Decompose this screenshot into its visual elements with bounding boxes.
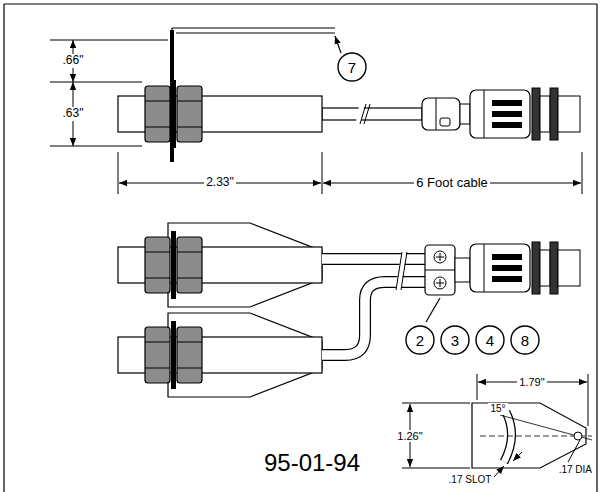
drawing-number: 95-01-94 (262, 449, 362, 477)
callout-circle: 4 (475, 325, 505, 355)
bracket-detail-part (494, 466, 504, 477)
dimension-label: 6 Foot cable (414, 176, 490, 191)
dual-sensor-part (425, 270, 455, 271)
bracket-detail-part (500, 415, 592, 440)
leader-line-part (335, 36, 341, 53)
dual-sensor-part (434, 251, 446, 263)
callout-circle: 8 (510, 325, 540, 355)
callout-number: 8 (510, 325, 540, 349)
dimension-line-part (50, 146, 142, 147)
sensor-top-part (422, 98, 460, 130)
bracket-detail (402, 374, 592, 477)
dual-sensor-part (396, 252, 402, 290)
dimension-line-part (118, 152, 119, 194)
mounting-bracket-part (176, 32, 335, 33)
sensor-top-part (364, 104, 370, 124)
dual-sensor-part (401, 252, 407, 290)
dual-sensor-part (425, 245, 455, 295)
dual-sensor-part (118, 321, 322, 389)
dual-sensor-part (470, 242, 580, 294)
callout-ring (406, 326, 434, 354)
dimension-label: .66" (61, 54, 86, 68)
dimension-label: .17 DIA (557, 464, 594, 476)
frame-part (4, 3, 597, 4)
frame-part (596, 4, 597, 492)
dual-sensor-part (455, 258, 470, 282)
bracket-detail-part (513, 452, 522, 461)
dimension-label: 1.26" (395, 430, 424, 443)
bracket-detail-part (504, 412, 512, 462)
callout-number: 7 (337, 52, 367, 76)
bracket-detail-part (402, 468, 470, 469)
bracket-detail-part (477, 374, 478, 400)
leader-line-part (426, 298, 440, 322)
callout-number: 3 (440, 325, 470, 349)
dimension-label: 15° (488, 403, 507, 415)
bracket-detail-part (402, 403, 470, 404)
frame (4, 4, 597, 492)
callout-circle: 2 (405, 325, 435, 355)
dimension-line-part (582, 152, 583, 194)
callout-number: 2 (405, 325, 435, 349)
dimension-line (50, 40, 582, 194)
dimension-label: .63" (61, 107, 86, 121)
dimension-label: 1.79" (517, 376, 546, 389)
dimension-line-part (322, 152, 323, 194)
bracket-detail-part (472, 403, 586, 468)
dual-sensor-part (436, 253, 444, 261)
dual-sensor-part (322, 254, 427, 264)
callout-number: 4 (475, 325, 505, 349)
bracket-detail-part (574, 432, 582, 440)
dimension-label: 2.33" (204, 176, 236, 190)
sensor-top-part (118, 80, 322, 148)
dual-sensor-part (322, 253, 427, 265)
dual-sensor-part (434, 277, 446, 289)
mounting-bracket (170, 28, 335, 162)
dimension-label: .17 SLOT (447, 474, 494, 486)
dimension-line-part (50, 40, 168, 41)
dual-sensor-part (118, 231, 322, 299)
dual-sensor-part (436, 279, 444, 287)
sensor-top (118, 80, 580, 148)
bracket-detail-part (568, 440, 580, 462)
callout-ring (511, 326, 539, 354)
callout-circle: 3 (440, 325, 470, 355)
callout-ring (338, 53, 366, 81)
dimension-line-part (50, 82, 142, 83)
frame-part (3, 4, 4, 492)
bracket-detail-part (504, 412, 512, 462)
bracket-detail-part (588, 374, 589, 426)
sensor-top-part (440, 118, 450, 126)
sensor-top-part (436, 98, 437, 130)
mounting-bracket-part (171, 28, 172, 34)
callout-ring (476, 326, 504, 354)
mounting-bracket-part (170, 30, 174, 162)
sensor-top-part (460, 104, 470, 124)
sensor-top-part (322, 108, 422, 120)
sensor-top-part (470, 88, 580, 140)
mounting-bracket-part (172, 27, 335, 28)
dual-sensor (118, 223, 580, 397)
callout-ring (441, 326, 469, 354)
callout-circle: 7 (337, 52, 367, 82)
